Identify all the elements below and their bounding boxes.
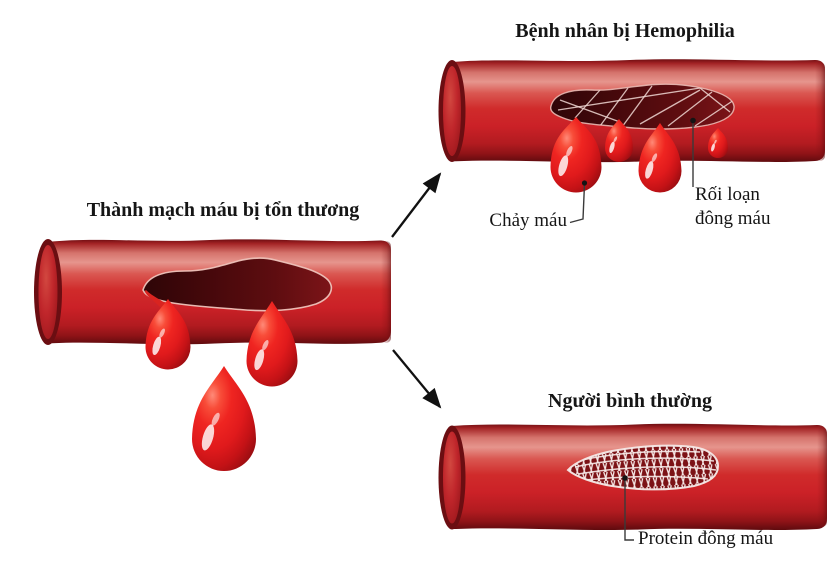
clotting-disorder-label-line1: Rối loạn — [695, 184, 760, 205]
drop-highlight — [651, 153, 658, 163]
drop-highlight — [714, 139, 717, 144]
bleeding-connector-line — [569, 183, 586, 224]
vessel-right-shading — [381, 241, 391, 343]
hemophilia-title: Bệnh nhân bị Hemophilia — [515, 20, 735, 42]
blood-drop — [708, 128, 728, 158]
drop-highlight — [201, 424, 215, 451]
vessel-right-shading — [815, 62, 825, 161]
vessel-opening-lumen — [443, 66, 461, 156]
drop-highlight — [152, 336, 162, 356]
drop-highlight — [566, 146, 573, 157]
normal-vessel-illustration — [438, 423, 827, 541]
failed-clot-strands — [557, 85, 735, 128]
damaged-vessel-illustration — [34, 239, 391, 471]
arrow-to-hemophilia — [391, 172, 442, 238]
drop-highlight — [645, 161, 654, 179]
drop-highlight — [711, 143, 715, 152]
fibrin-horizontal-strands — [574, 450, 717, 481]
drop-highlight — [558, 155, 569, 177]
hemophilia-vessel-illustration — [438, 59, 825, 224]
vessel-opening-lumen — [38, 245, 58, 339]
blood-drops-left — [145, 299, 298, 471]
drop-highlight — [613, 136, 618, 143]
drop-highlight — [211, 412, 220, 426]
blood-drop — [550, 117, 602, 193]
bleeding-connector-dot — [581, 180, 588, 186]
blood-drop — [638, 123, 682, 193]
drop-highlight — [159, 328, 165, 338]
blood-drop — [192, 366, 256, 471]
vessel-opening-lumen — [443, 431, 461, 524]
annotation-connectors — [569, 121, 694, 224]
flow-arrows — [391, 172, 442, 409]
protein-connector-dot — [622, 475, 628, 481]
wound-opening — [142, 257, 333, 312]
clotting-disorder-label-line2: đông máu — [695, 208, 771, 229]
damaged-vessel-title: Thành mạch máu bị tổn thương — [86, 199, 360, 221]
bleeding-label: Chảy máu — [489, 210, 567, 231]
fibrin-clot-outline — [566, 444, 720, 491]
arrow-to-normal — [392, 349, 442, 409]
vessel-right-shading — [817, 427, 827, 527]
clotting-disorder-connector-dot — [690, 117, 696, 124]
drop-highlight — [609, 141, 615, 153]
normal-person-title: Người bình thường — [548, 390, 712, 412]
wound-opening — [549, 83, 735, 130]
drop-highlight — [262, 340, 269, 351]
blood-drop — [246, 301, 298, 387]
blood-drop — [145, 299, 191, 370]
clotting-protein-label: Protein đông máu — [638, 528, 774, 549]
blood-drop — [605, 119, 633, 162]
clotting-disorder-label: Rối loạn đông máu — [695, 183, 770, 231]
protein-connector-line — [624, 480, 634, 541]
drop-highlight — [254, 349, 265, 371]
blood-drops-hemophilia — [550, 117, 728, 193]
